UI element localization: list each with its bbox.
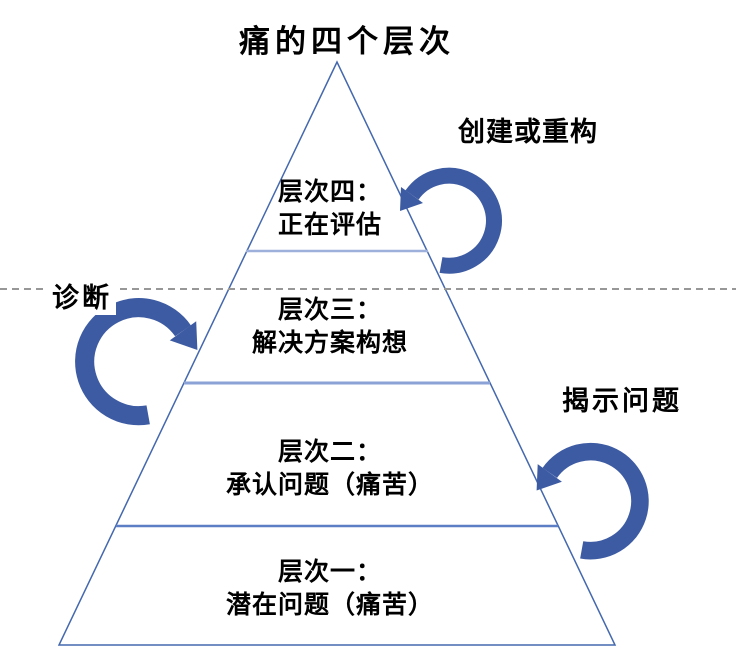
level-4-name: 层次四： — [277, 178, 382, 206]
pyramid-level-2: 层次二： 承认问题（痛苦） — [160, 436, 500, 502]
annotation-create-or-restructure: 创建或重构 — [458, 117, 598, 147]
level-1-name: 层次一： — [277, 558, 382, 586]
level-1-desc: 潜在问题（痛苦） — [225, 591, 434, 619]
create-curved-arrow-icon — [400, 167, 502, 274]
level-3-name: 层次三： — [277, 296, 382, 324]
pyramid-level-3: 层次三： 解决方案构想 — [160, 294, 500, 360]
diagnose-curved-arrow-icon — [75, 298, 198, 426]
pyramid-level-1: 层次一： 潜在问题（痛苦） — [160, 556, 500, 622]
level-4-desc: 正在评估 — [277, 211, 382, 239]
pyramid-level-4: 层次四： 正在评估 — [160, 176, 500, 242]
diagram-title: 痛的四个层次 — [239, 24, 455, 59]
pyramid-outline — [57, 60, 617, 646]
level-2-desc: 承认问题（痛苦） — [225, 471, 434, 499]
annotation-diagnose: 诊断 — [48, 276, 116, 315]
annotation-reveal-problem: 揭示问题 — [562, 386, 682, 416]
reveal-curved-arrow-icon — [536, 442, 649, 560]
level-2-name: 层次二： — [277, 438, 382, 466]
level-3-desc: 解决方案构想 — [251, 329, 408, 357]
